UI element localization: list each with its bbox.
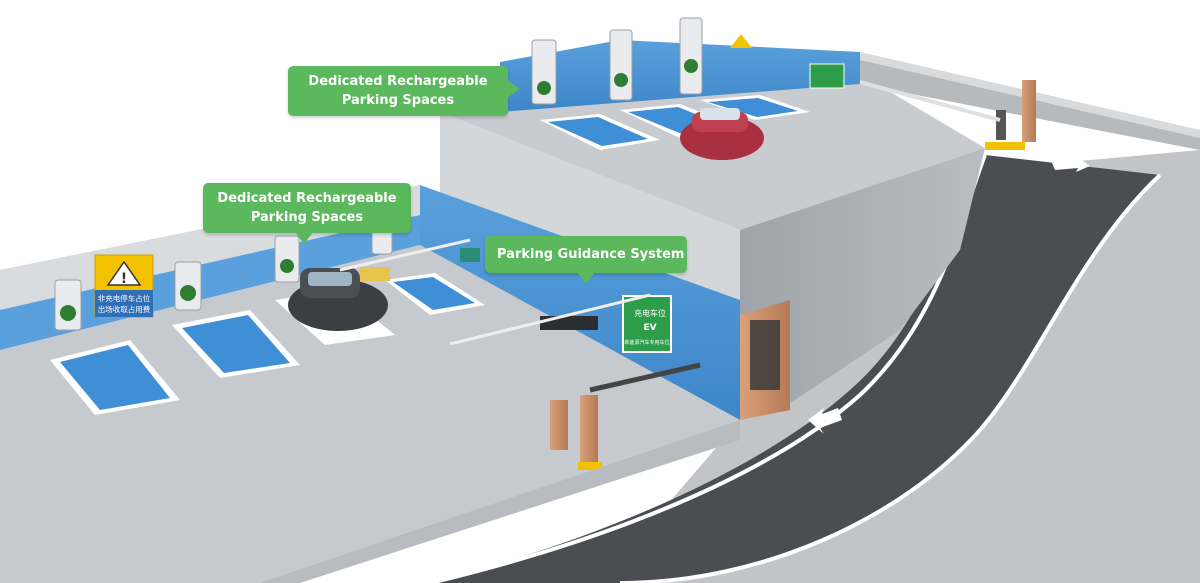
slab-edge xyxy=(0,420,740,583)
svg-text:!: ! xyxy=(121,271,127,287)
callout-upper-parking: Dedicated Rechargeable Parking Spaces xyxy=(288,66,520,116)
callout-pointer xyxy=(577,272,595,284)
upper-deck xyxy=(440,17,1200,420)
callout-pointer xyxy=(295,232,313,244)
warning-sign-line1: 非充电停车占位 xyxy=(98,293,151,303)
callout-upper-line1: Dedicated Rechargeable xyxy=(308,74,488,89)
callout-lower-parking: Dedicated Rechargeable Parking Spaces xyxy=(203,183,411,244)
callout-guidance-label: Parking Guidance System xyxy=(497,247,685,262)
guidance-led-display xyxy=(540,316,598,330)
ev-sign-sub: 新能源汽车专用车位 xyxy=(624,339,669,346)
exit-ramp xyxy=(429,150,1200,583)
warning-sign-line2: 出场收取占用费 xyxy=(98,304,151,314)
callout-upper-line2: Parking Spaces xyxy=(341,93,455,108)
ev-sign-title: 充电车位 xyxy=(634,308,666,318)
ev-sign-code: EV xyxy=(643,323,656,333)
callout-lower-line2: Parking Spaces xyxy=(250,210,364,225)
callout-lower-line1: Dedicated Rechargeable xyxy=(217,191,397,206)
callout-pointer xyxy=(507,80,520,98)
callout-guidance-system: Parking Guidance System xyxy=(485,236,687,284)
